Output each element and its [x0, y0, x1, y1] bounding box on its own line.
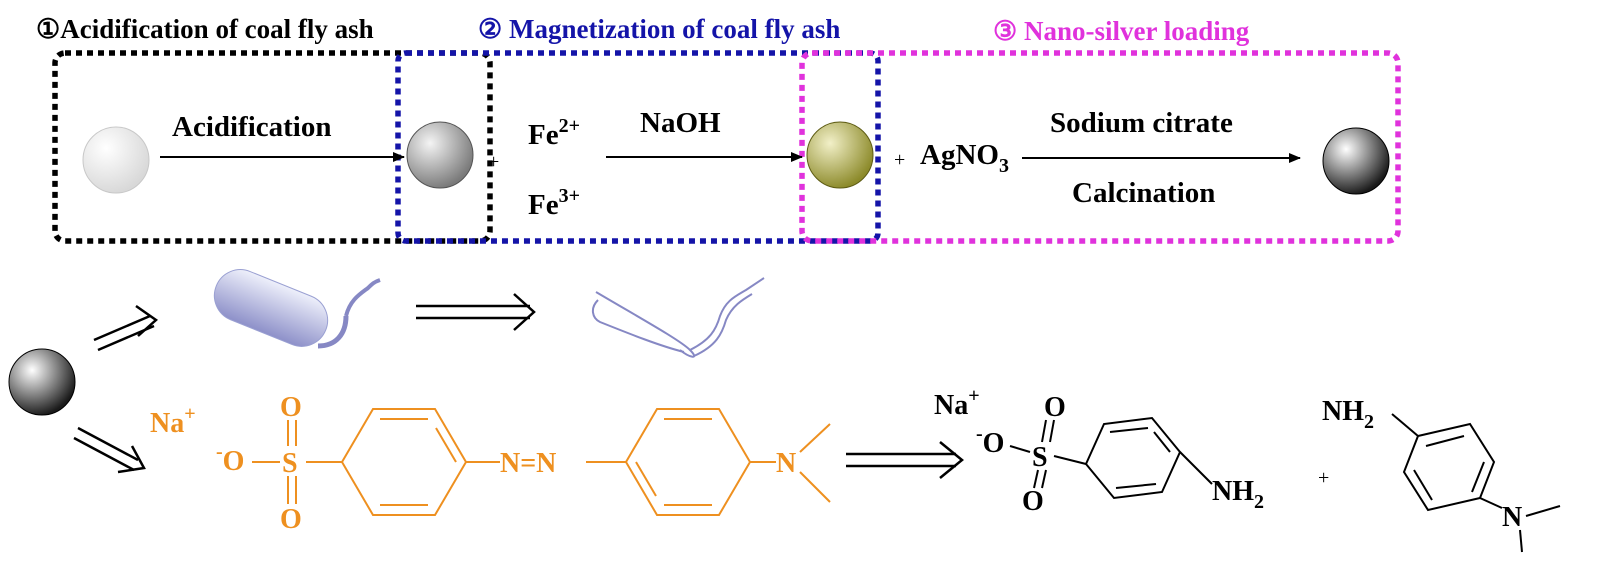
stage-title-acidification: ①Acidification of coal fly ash — [36, 14, 374, 44]
sodium-citrate-label: Sodium citrate — [1050, 107, 1233, 139]
methyl-orange: Na+ -O S O O N=N N — [150, 392, 831, 535]
product-plus-sign: + — [1318, 467, 1329, 489]
stage-title-magnetization: ② Magnetization of coal fly ash — [478, 14, 840, 44]
double-arrow-degradation — [846, 441, 964, 479]
sphere-acidified-ash — [406, 121, 474, 189]
bacterium-intact — [213, 269, 381, 349]
dye-sulfur: S — [282, 448, 298, 479]
stage-box-magnetization — [395, 50, 881, 244]
fe2-ion: Fe2+ — [528, 115, 580, 151]
dye-oxygen-minus: -O — [216, 441, 244, 477]
bacterium-destroyed — [592, 277, 765, 358]
double-arrow-bacteria — [416, 293, 536, 331]
fe3-ion: Fe3+ — [528, 185, 580, 221]
dye-oxygen-top: O — [280, 392, 302, 423]
plus-sign-2: + — [894, 149, 905, 171]
acidification-label: Acidification — [172, 111, 332, 143]
product-oxygen-minus: -O — [976, 423, 1004, 459]
plus-sign-1: + — [488, 151, 499, 173]
product-sulfur: S — [1032, 442, 1048, 473]
dye-azo-group: N=N — [500, 448, 556, 479]
double-arrow-to-dye — [73, 426, 146, 474]
product-dimethyl-nitrogen: N — [1502, 502, 1522, 533]
product-dimethylaminoaniline: NH2 N — [1322, 396, 1561, 553]
calcination-label: Calcination — [1072, 177, 1215, 209]
stage-title-nano-silver: ③ Nano-silver loading — [993, 16, 1250, 46]
product-amine-1: NH2 — [1212, 476, 1264, 513]
dye-sodium-ion: Na+ — [150, 403, 196, 439]
sphere-magnetic-ash — [806, 121, 874, 189]
sphere-fly-ash — [82, 126, 150, 194]
product-amine-2: NH2 — [1322, 396, 1374, 433]
stage-box-nano-silver — [799, 50, 1401, 244]
dye-oxygen-bottom: O — [280, 504, 302, 535]
dye-amine-nitrogen: N — [776, 448, 796, 479]
product-oxygen-bottom: O — [1022, 486, 1044, 517]
product-sodium-ion: Na+ — [934, 385, 980, 421]
naoh-label: NaOH — [640, 107, 721, 139]
product-sulfanilate: Na+ -O S O O NH2 — [934, 385, 1264, 517]
product-oxygen-top: O — [1044, 392, 1066, 423]
double-arrow-to-bacteria — [93, 304, 159, 352]
sphere-catalyst — [8, 348, 76, 416]
sphere-silver-loaded — [1322, 127, 1390, 195]
agno3-reagent: AgNO3 — [920, 139, 1009, 177]
